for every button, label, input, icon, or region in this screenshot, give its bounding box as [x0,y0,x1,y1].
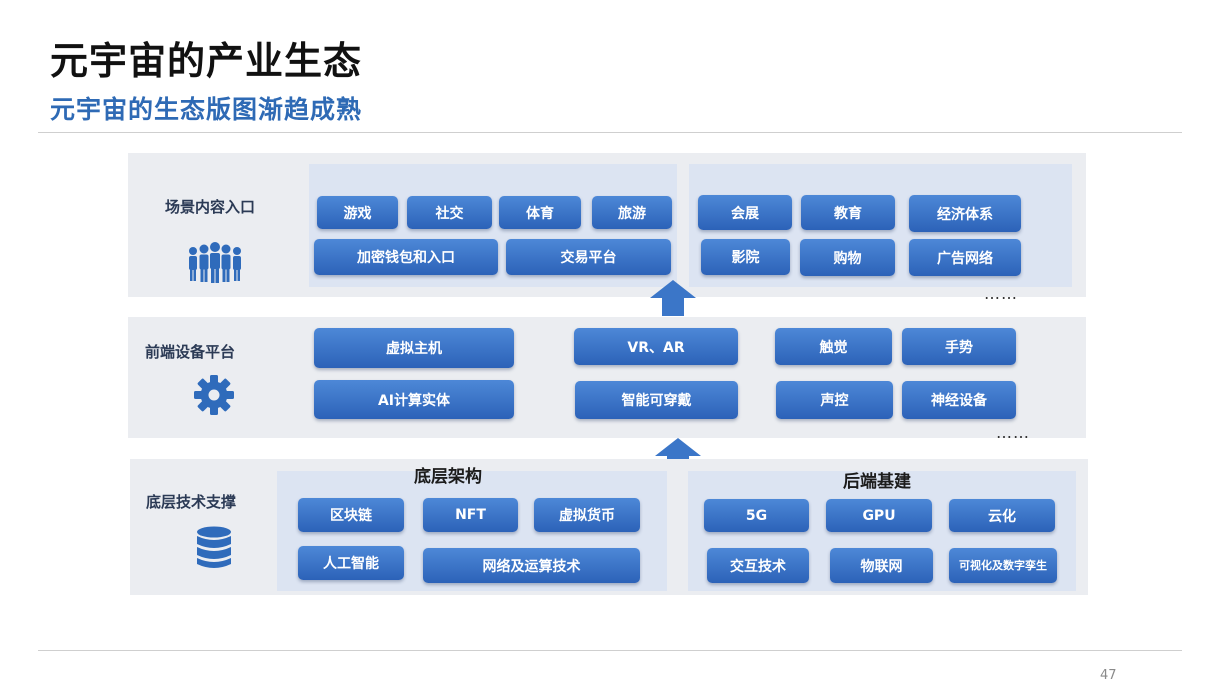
scene-button-game[interactable]: 游戏 [317,196,398,229]
frontend-button-voice-control[interactable]: 声控 [776,381,893,419]
bottom-divider [38,650,1182,651]
scene-more-dots: …… [984,284,1018,303]
scene-button-cinema[interactable]: 影院 [701,239,790,275]
frontend-button-ai-compute[interactable]: AI计算实体 [314,380,514,419]
frontend-more-dots: …… [996,423,1030,442]
up-arrow-icon [650,280,696,316]
frontend-button-haptic[interactable]: 触觉 [775,328,892,365]
infra-button-network-compute[interactable]: 网络及运算技术 [423,548,640,583]
infra-button-visualization-digital-twin[interactable]: 可视化及数字孪生 [949,548,1057,583]
scene-button-exhibition[interactable]: 会展 [698,195,792,230]
infra-layer-label: 底层技术支撑 [146,493,237,511]
frontend-button-virtual-host[interactable]: 虚拟主机 [314,328,514,368]
infra-button-5g[interactable]: 5G [704,499,809,532]
up-arrow-icon [655,438,701,474]
infra-button-iot[interactable]: 物联网 [830,548,933,583]
infra-right-group-title: 后端基建 [843,472,911,492]
page-subtitle: 元宇宙的生态版图渐趋成熟 [50,95,363,124]
infra-button-cloud[interactable]: 云化 [949,499,1055,532]
scene-button-education[interactable]: 教育 [801,195,895,230]
scene-button-crypto-wallet[interactable]: 加密钱包和入口 [314,239,498,275]
top-divider [38,132,1182,133]
scene-button-travel[interactable]: 旅游 [592,196,672,229]
people-group-icon [189,242,241,283]
infra-button-nft[interactable]: NFT [423,498,518,532]
gear-icon [194,375,234,415]
frontend-button-neural-device[interactable]: 神经设备 [902,381,1016,419]
infra-button-gpu[interactable]: GPU [826,499,932,532]
frontend-button-wearable[interactable]: 智能可穿戴 [575,381,738,419]
infra-button-virtual-currency[interactable]: 虚拟货币 [534,498,640,532]
frontend-button-gesture[interactable]: 手势 [902,328,1016,365]
scene-button-trading-platform[interactable]: 交易平台 [506,239,671,275]
infra-button-interaction[interactable]: 交互技术 [707,548,809,583]
frontend-layer-label: 前端设备平台 [145,343,236,361]
infra-button-blockchain[interactable]: 区块链 [298,498,404,532]
frontend-button-vr-ar[interactable]: VR、AR [574,328,738,365]
database-icon [197,526,231,568]
scene-button-economy[interactable]: 经济体系 [909,195,1021,232]
scene-layer-label: 场景内容入口 [165,198,256,216]
scene-button-sports[interactable]: 体育 [499,196,581,229]
scene-button-social[interactable]: 社交 [407,196,492,229]
scene-button-shopping[interactable]: 购物 [800,239,895,276]
infra-button-ai[interactable]: 人工智能 [298,546,404,580]
scene-button-ad-network[interactable]: 广告网络 [909,239,1021,276]
infra-left-group-title: 底层架构 [414,467,482,487]
page-number: 47 [1100,668,1117,683]
page-title: 元宇宙的产业生态 [50,39,363,83]
